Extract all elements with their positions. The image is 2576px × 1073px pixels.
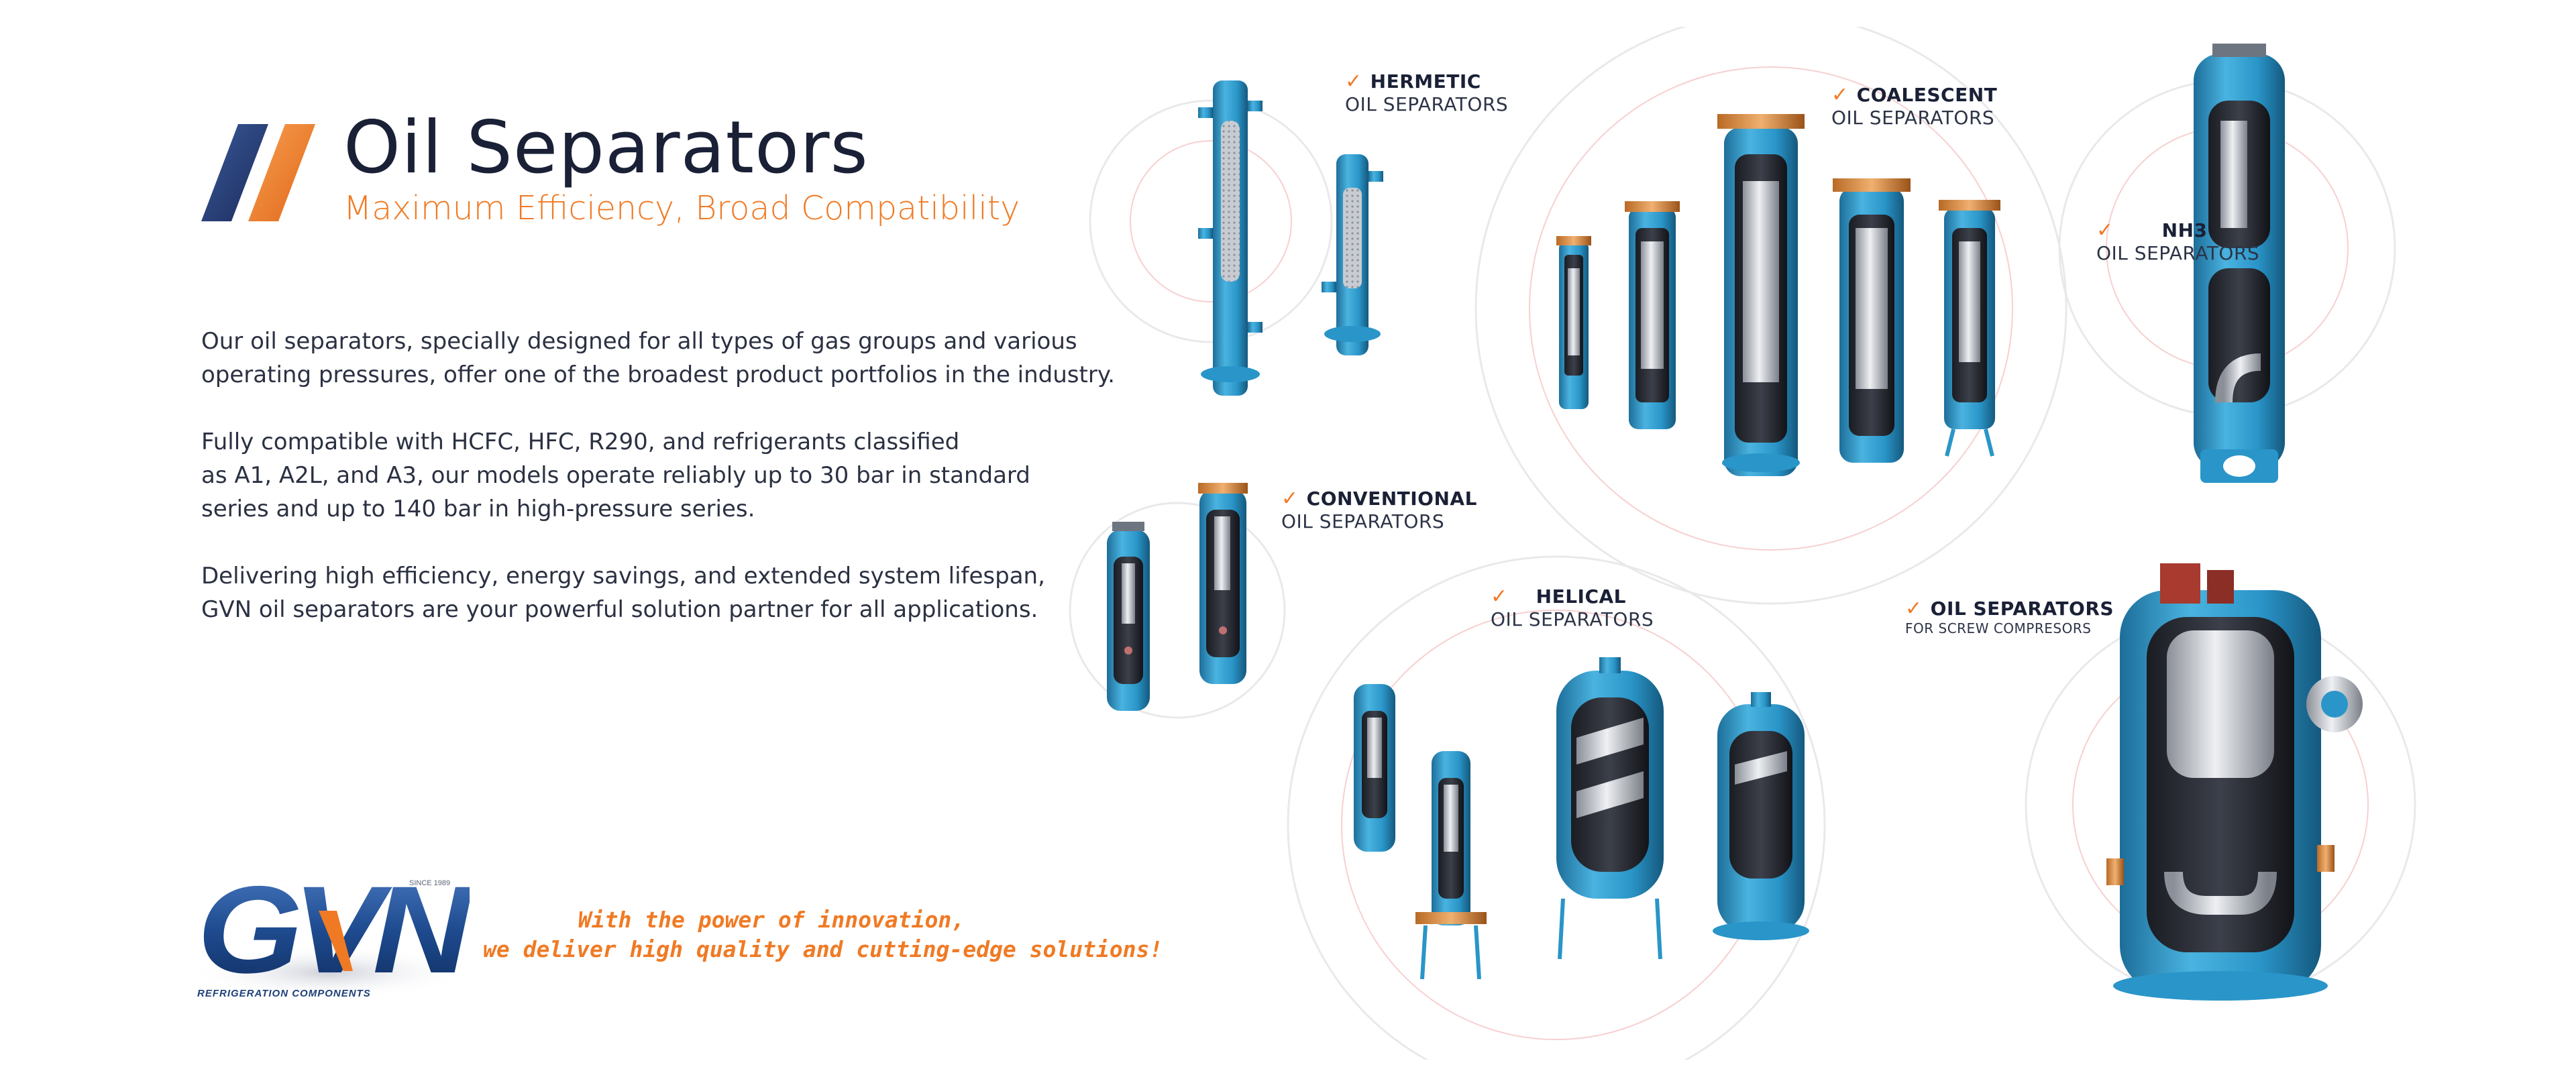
coalescent-separator-4 [1833,178,1911,463]
logo-since: SINCE 1989 [409,879,450,887]
check-icon: ✓ [1345,70,1362,93]
intro-paragraph-3: Delivering high efficiency, energy savin… [201,559,1154,626]
label-conventional: ✓ CONVENTIONAL OIL SEPARATORS [1281,487,1477,532]
product-illustration [1069,27,2416,1060]
label-helical: ✓ HELICAL OIL SEPARATORS [1491,585,1654,630]
gvn-logo: GVN SINCE 1989 REFRIGERATION COMPONENTS [188,872,470,999]
brand-slash-icon [201,124,315,221]
label-screw-line1: OIL SEPARATORS [1930,598,2114,620]
check-icon: ✓ [1905,597,1923,620]
label-hermetic-line2: OIL SEPARATORS [1345,93,1509,115]
conventional-separator-1 [1107,522,1150,711]
intro-line: as A1, A2L, and A3, our models operate r… [201,462,1030,489]
conventional-separator-2 [1198,483,1248,684]
slogan: With the power of innovation, we deliver… [483,905,1163,964]
hermetic-separator-large [1198,80,1263,396]
label-conventional-line1: CONVENTIONAL [1306,488,1477,510]
helical-separator-2 [1415,751,1487,980]
intro-line: Fully compatible with HCFC, HFC, R290, a… [201,429,960,455]
coalescent-separator-1 [1556,236,1591,409]
intro-line: GVN oil separators are your powerful sol… [201,596,1038,623]
helical-separator-3 [1556,657,1664,960]
label-coalescent-line1: COALESCENT [1856,84,1998,106]
label-nh3-line2: OIL SEPARATORS [2096,242,2260,264]
screw-compressor-separator [2106,563,2363,1001]
check-icon: ✓ [1831,83,1849,107]
label-conventional-line2: OIL SEPARATORS [1281,510,1445,532]
slogan-line: we deliver high quality and cutting-edge… [483,936,1163,962]
coalescent-separator-3 [1717,114,1805,476]
nh3-separator [2194,44,2285,483]
intro-line: series and up to 140 bar in high-pressur… [201,496,755,522]
label-coalescent: ✓ COALESCENT OIL SEPARATORS [1831,83,1997,129]
helical-separator-4 [1713,692,1809,940]
logo-tagline: REFRIGERATION COMPONENTS [197,988,371,999]
label-screw: ✓ OIL SEPARATORS FOR SCREW COMPRESORS [1905,597,2114,636]
coalescent-separator-5 [1939,200,2000,457]
label-nh3: ✓ NH3 OIL SEPARATORS [2096,219,2259,264]
intro-line: operating pressures, offer one of the br… [201,361,1115,388]
intro-line: Our oil separators, specially designed f… [201,328,1077,355]
check-icon: ✓ [1491,585,1508,608]
label-helical-line2: OIL SEPARATORS [1491,608,1654,630]
helical-separator-1 [1354,684,1395,852]
check-icon: ✓ [2096,219,2114,242]
intro-line: Delivering high efficiency, energy savin… [201,563,1045,589]
page-subtitle: Maximum Efficiency, Broad Compatibility [343,189,1020,227]
check-icon: ✓ [1281,487,1299,510]
coalescent-separator-2 [1625,201,1680,429]
intro-paragraph-1: Our oil separators, specially designed f… [201,325,1154,392]
label-hermetic-line1: HERMETIC [1370,70,1481,93]
label-screw-line2: FOR SCREW COMPRESORS [1905,620,2092,636]
label-nh3-line1: NH3 [2161,219,2208,241]
page-title: Oil Separators [343,106,869,190]
label-hermetic: ✓ HERMETIC OIL SEPARATORS [1345,70,1508,115]
label-helical-line1: HELICAL [1536,585,1627,608]
slogan-line: With the power of innovation, [578,907,965,933]
hermetic-separator-small [1322,154,1383,355]
intro-paragraph-2: Fully compatible with HCFC, HFC, R290, a… [201,425,1154,526]
label-coalescent-line2: OIL SEPARATORS [1831,107,1995,129]
